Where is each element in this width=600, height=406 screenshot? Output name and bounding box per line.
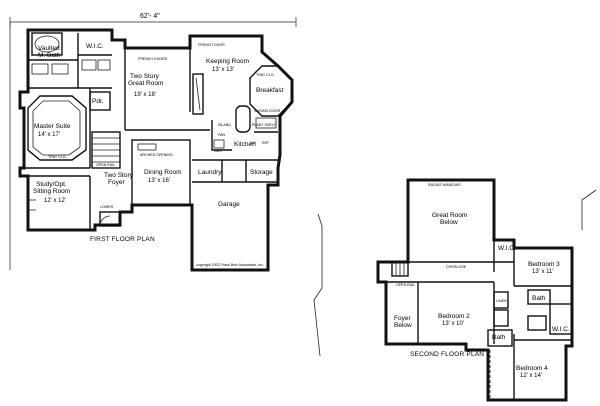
room-label-keeping-room: Keeping Room	[206, 58, 249, 65]
room-label-laundry: Laundry	[198, 169, 222, 176]
room-size-study: 12' x 12'	[44, 198, 66, 204]
room-size-master-suite: 14' x 17'	[38, 132, 60, 138]
room-size-bedroom-3: 13' x 11'	[532, 269, 554, 275]
room-label-wic-master: W.I.C.	[86, 43, 104, 50]
room-label-bedroom-3: Bedroom 3	[528, 261, 560, 268]
note-lower: LOWER	[100, 205, 114, 209]
second-floor-title: SECOND FLOOR PLAN	[410, 351, 484, 358]
tub	[31, 32, 63, 56]
room-size-bedroom-2: 13' x 10'	[442, 321, 464, 327]
first-floor-exterior-walls	[18, 28, 294, 272]
note-open-rail-upper: OPEN RAIL	[396, 283, 415, 287]
room-size-keeping-room: 13' x 13'	[212, 67, 234, 73]
room-label-bedroom-2: Bedroom 2	[438, 313, 470, 320]
room-label-bedroom-4: Bedroom 4	[516, 365, 548, 372]
note-tray-clg-breakfast: TRAY CLG.	[256, 73, 275, 77]
room-label-breakfast: Breakfast	[256, 87, 284, 94]
note-dw: DW	[250, 141, 257, 145]
room-label-garage: Garage	[218, 201, 240, 208]
room-label-wic-bed3: W.I.C.	[498, 245, 516, 252]
note-french-doors: FRENCH DOORS	[138, 57, 168, 61]
note-french-door: FRENCH DOOR	[198, 43, 225, 47]
second-floor-exterior-walls	[376, 178, 574, 402]
note-plant-shelf: PLANT SHELF	[252, 123, 277, 127]
copyright-note: copyright 2002 Frank Betz Associates, In…	[196, 263, 264, 267]
room-label-master-suite: Master Suite	[34, 123, 71, 130]
room-label-study: Study/Opt.Sitting Room	[33, 181, 70, 195]
room-size-bedroom-4: 12' x 14'	[520, 373, 542, 379]
note-overlook: OVERLOOK	[446, 265, 467, 269]
note-tray-clg-master: TRAY CLG.	[48, 155, 67, 159]
room-size-great-room: 19' x 18'	[134, 92, 156, 98]
first-floor-title: FIRST FLOOR PLAN	[90, 236, 155, 243]
room-size-dining-room: 13' x 16'	[148, 178, 170, 184]
second-floor-plan	[313, 178, 597, 402]
room-label-bath-hall: Bath	[492, 334, 506, 341]
note-linen: LINEN	[496, 299, 507, 303]
room-label-dining-room: Dining Room	[144, 169, 182, 176]
room-label-kitchen: Kitchen	[234, 141, 256, 148]
room-label-bath-bed3: Bath	[532, 295, 546, 302]
note-pantry: PAN	[218, 133, 226, 137]
note-island: ISLAND	[218, 123, 231, 127]
overall-dimension-line	[9, 17, 297, 270]
note-gas: GAS	[214, 149, 222, 153]
room-label-pdr: Pdr.	[92, 98, 104, 105]
note-radius-windows: RADIUS WINDOWS	[428, 183, 461, 187]
note-open-rail: OPEN RAIL	[96, 163, 115, 167]
note-arched-opening: ARCHED OPENING	[140, 153, 173, 157]
note-ref: REF	[262, 141, 270, 145]
note-sliding-door: SLIDING DOOR	[254, 109, 281, 113]
first-floor-plan	[18, 28, 294, 272]
overall-width-label: 62'- 4"	[140, 13, 160, 20]
room-label-storage: Storage	[250, 169, 273, 176]
room-label-wic-bed4: W.I.C.	[552, 326, 570, 333]
